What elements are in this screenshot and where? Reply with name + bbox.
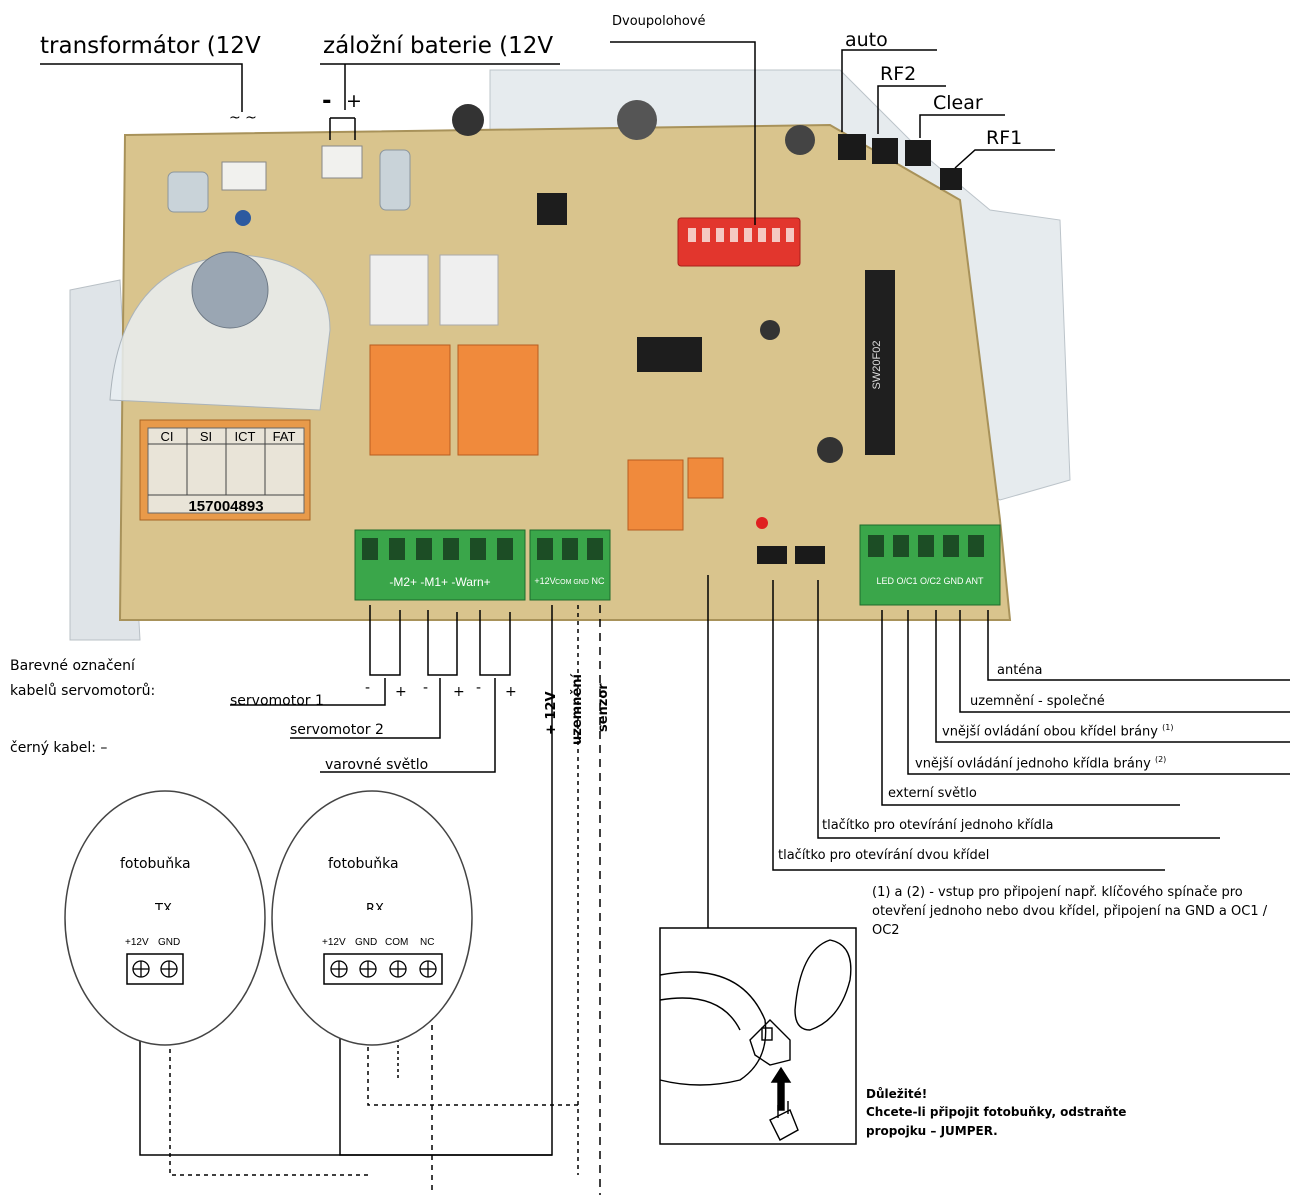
- v12-label: + 12V: [544, 691, 559, 735]
- fuse-1: [167, 171, 209, 213]
- capacitor-2: [617, 100, 657, 140]
- important-body: Chcete-li připojit fotobuňky, odstraňte …: [866, 1105, 1127, 1138]
- legend-black-cable: černý kabel: –: [10, 740, 108, 756]
- relay-cover-1: [369, 254, 429, 326]
- relay-2: [457, 344, 539, 456]
- battery-plus: +: [346, 90, 362, 112]
- photocell-rx-title: fotobuňka: [328, 856, 399, 872]
- warn-minus: -: [476, 680, 482, 696]
- io-terminal-label: LED O/C1 O/C2 GND ANT: [876, 576, 984, 586]
- right-callouts: [707, 575, 1290, 928]
- rf2-label: RF2: [880, 63, 917, 85]
- serial-number: 157004893: [188, 498, 263, 515]
- big-capacitor: [191, 251, 269, 329]
- chip-label: SW20F02: [871, 341, 883, 390]
- dip-label: Dvoupolohové: [612, 14, 706, 29]
- servo1-minus: -: [365, 680, 371, 696]
- relay-cover-2: [439, 254, 499, 326]
- motor-terminal: [354, 529, 526, 601]
- power-lines: [139, 605, 553, 1156]
- motor-wires: [230, 605, 511, 773]
- ext-one-label: vnější ovládání jednoho křídla brány (2): [915, 755, 1167, 772]
- photocell-rx-sub: RX: [366, 902, 384, 910]
- motor-terminal-label: -M2+ -M1+ -Warn+: [389, 575, 490, 589]
- rf1-label: RF1: [986, 127, 1023, 149]
- servo2-plus: +: [453, 684, 465, 700]
- relay-3: [627, 459, 684, 531]
- photocell-tx-sub: TX: [155, 902, 172, 910]
- chip-small: [537, 193, 567, 225]
- footnote: (1) a (2) - vstup pro připojení např. kl…: [872, 885, 1268, 938]
- sensor-label: senzor: [596, 683, 611, 732]
- cap-blue-1: [235, 210, 251, 226]
- photocell-tx: [64, 790, 266, 1046]
- important-title: Důležité!: [866, 1087, 928, 1101]
- power-terminal-nc: NC: [592, 576, 605, 586]
- auto-button: [838, 134, 866, 160]
- rf1-button: [940, 168, 962, 190]
- legend-line2: kabelů servomotorů:: [10, 683, 156, 699]
- photocell-rx: [271, 790, 473, 1046]
- power-terminal-com: COM GND: [555, 579, 589, 586]
- clear-button: [905, 140, 931, 166]
- antenna-label: anténa: [997, 663, 1043, 678]
- cert-ict: ICT: [235, 429, 256, 444]
- jumper-hand-drawing: [659, 939, 852, 1141]
- ground-label: uzemnění: [570, 674, 585, 745]
- rx-pin-nc: NC: [420, 937, 435, 948]
- button-one-wing-label: tlačítko pro otevírání jednoho křídla: [822, 818, 1054, 833]
- relay-4: [687, 457, 724, 499]
- legend-line1: Barevné označení: [10, 658, 135, 674]
- dip-levers: [688, 228, 794, 242]
- power-terminal-12v: +12V: [534, 576, 555, 586]
- battery-label: záložní baterie (12V: [323, 33, 554, 59]
- servomotor-1-label: servomotor 1: [230, 693, 324, 709]
- button-two-wings-label: tlačítko pro otevírání dvou křídel: [778, 848, 990, 863]
- photocell-tx-title: fotobuňka: [120, 856, 191, 872]
- battery-minus: -: [322, 88, 332, 114]
- transformer-label: transformátor (12V: [40, 33, 261, 59]
- cert-fat: FAT: [273, 429, 296, 444]
- cert-ci: CI: [161, 429, 174, 444]
- capacitor-3: [785, 125, 815, 155]
- chip-mid: [637, 337, 702, 372]
- transformer-connector: [221, 161, 267, 191]
- warning-light-label: varovné světlo: [325, 757, 429, 773]
- fuse-2: [379, 149, 411, 211]
- auto-label: auto: [845, 29, 888, 51]
- battery-connector: [321, 145, 363, 179]
- cert-si: SI: [200, 429, 212, 444]
- tx-pin-gnd: GND: [158, 937, 181, 948]
- ext-both-label: vnější ovládání obou křídel brány (1): [942, 723, 1174, 740]
- capacitor-5: [817, 437, 843, 463]
- top-callouts: [40, 41, 1055, 225]
- relay-1: [369, 344, 451, 456]
- tx-pin-12v: +12V: [125, 937, 149, 948]
- jumper-2: [795, 546, 825, 564]
- ground-common-label: uzemnění - společné: [970, 694, 1105, 709]
- rf2-button: [872, 138, 898, 164]
- chip-main: [865, 270, 895, 455]
- ext-light-label: externí světlo: [888, 786, 977, 801]
- capacitor-1: [452, 104, 484, 136]
- clear-label: Clear: [933, 92, 983, 114]
- dip-switch: [677, 217, 801, 267]
- rx-pin-12v: +12V: [322, 937, 346, 948]
- ac-tilde-label: ~ ~: [229, 110, 257, 126]
- rx-pin-com: COM: [385, 937, 409, 948]
- servomotor-2-label: servomotor 2: [290, 722, 384, 738]
- status-led: [756, 517, 768, 529]
- servo1-plus: +: [395, 684, 407, 700]
- terminal-screws: [132, 960, 437, 978]
- rx-pin-gnd: GND: [355, 937, 378, 948]
- jumper-illustration-frame: [659, 927, 857, 1145]
- capacitor-4: [760, 320, 780, 340]
- servo2-minus: -: [423, 680, 429, 696]
- jumper-1: [757, 546, 787, 564]
- warn-plus: +: [505, 684, 517, 700]
